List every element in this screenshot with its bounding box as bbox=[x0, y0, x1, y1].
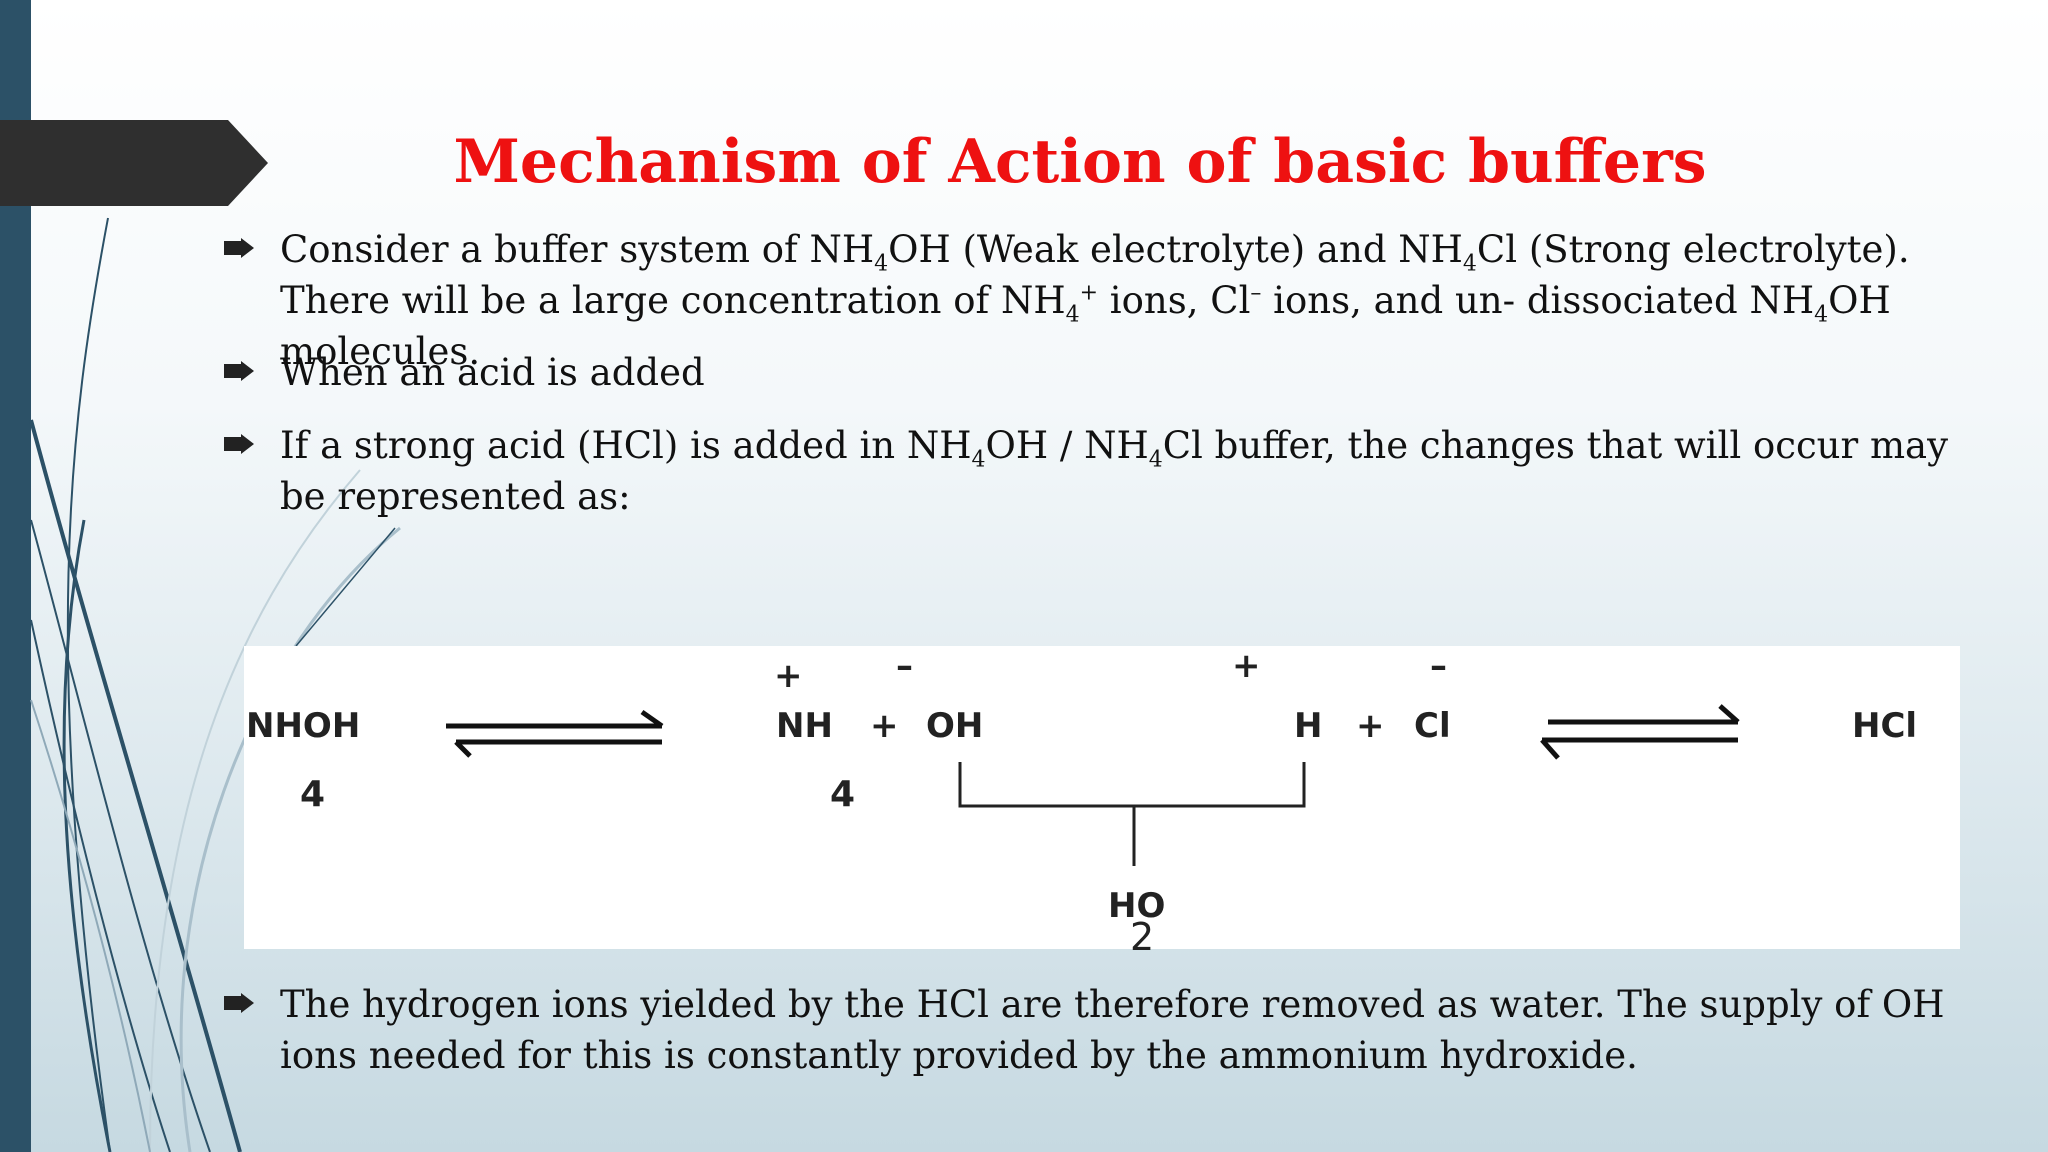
product-formula: HCl bbox=[1852, 706, 1918, 746]
hydrogen-formula: H bbox=[1294, 706, 1323, 746]
h-charge: + bbox=[1232, 646, 1261, 686]
equilibrium-arrow-right bbox=[1540, 704, 1740, 760]
bullet-text: If a strong acid (HCl) is added in NH4OH… bbox=[280, 424, 1948, 518]
page-number: 2 bbox=[1130, 915, 1155, 959]
oh-charge: – bbox=[896, 646, 913, 686]
arrow-bullet-icon bbox=[224, 361, 254, 381]
ammonium-subscript: 4 bbox=[830, 774, 856, 815]
bullet-strong-acid: If a strong acid (HCl) is added in NH4OH… bbox=[224, 420, 1984, 522]
bullet-acid-added: When an acid is added bbox=[224, 347, 1984, 398]
equilibrium-arrow-left bbox=[446, 709, 664, 758]
bullet-text: When an acid is added bbox=[280, 351, 705, 394]
bullet-buffer-system: Consider a buffer system of NH4OH (Weak … bbox=[224, 224, 1984, 377]
hydroxide-formula: OH bbox=[926, 706, 984, 746]
bracket-connector bbox=[958, 762, 1306, 866]
arrow-bullet-icon bbox=[224, 434, 254, 454]
reactant-formula: NHOH bbox=[246, 706, 361, 746]
arrow-bullet-icon bbox=[224, 238, 254, 258]
title-tab-shape bbox=[0, 120, 268, 206]
ammonium-formula: NH bbox=[776, 706, 833, 746]
slide-title: Mechanism of Action of basic buffers bbox=[453, 127, 1707, 197]
cl-charge: – bbox=[1430, 646, 1447, 686]
chloride-formula: Cl bbox=[1414, 706, 1451, 746]
decorative-curves bbox=[29, 217, 401, 1152]
bullet-hydrogen-ions: The hydrogen ions yielded by the HCl are… bbox=[224, 979, 1984, 1081]
plus-sign: + bbox=[1356, 706, 1385, 746]
arrow-bullet-icon bbox=[224, 993, 254, 1013]
plus-sign: + bbox=[870, 706, 899, 746]
reaction-equation-image: NHOH 4 + NH 4 + – OH + H + – Cl HCl H bbox=[244, 646, 1960, 949]
bullet-text: The hydrogen ions yielded by the HCl are… bbox=[280, 983, 1945, 1077]
water-formula: HO bbox=[1108, 886, 1166, 926]
reactant-subscript: 4 bbox=[300, 774, 326, 815]
bullet-text: Consider a buffer system of NH4OH (Weak … bbox=[280, 228, 1910, 373]
nh-charge: + bbox=[774, 656, 803, 696]
